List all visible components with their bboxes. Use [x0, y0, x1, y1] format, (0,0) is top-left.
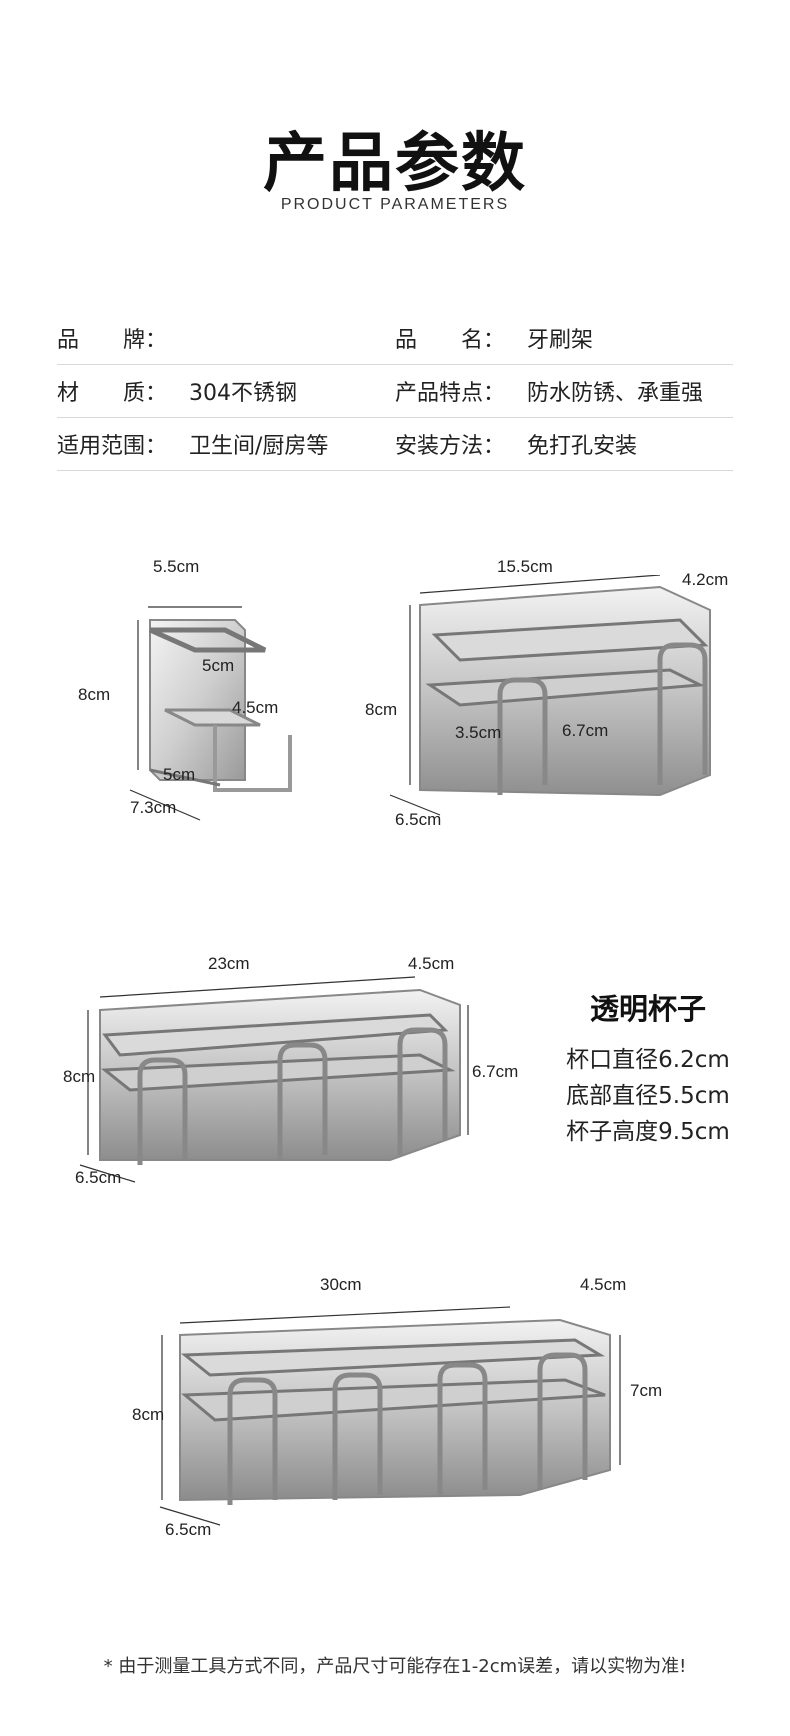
- dim-depth-top: 4.5cm: [408, 954, 455, 973]
- params-row: 品 牌： 品 名： 牙刷架: [57, 312, 733, 365]
- dim-depth: 6.5cm: [395, 810, 442, 829]
- param-feature: 产品特点： 防水防锈、承重强: [395, 375, 733, 407]
- dim-height: 8cm: [132, 1405, 165, 1424]
- dim-width: 23cm: [208, 954, 250, 973]
- dim-inner-mid: 4.5cm: [232, 698, 279, 717]
- quad-holder-illustration: [159, 1306, 621, 1526]
- product-diagram-quad: 30cm 4.5cm 8cm 7cm 6.5cm: [120, 1275, 680, 1545]
- dim-height: 8cm: [63, 1067, 96, 1086]
- triple-holder-illustration: [79, 976, 469, 1183]
- dim-depth: 6.5cm: [75, 1168, 122, 1187]
- disclaimer-note: * 由于测量工具方式不同，产品尺寸可能存在1-2cm误差，请以实物为准!: [103, 1656, 687, 1677]
- param-value: 卫生间/厨房等: [189, 434, 329, 459]
- param-install: 安装方法： 免打孔安装: [395, 428, 733, 460]
- param-value: 免打孔安装: [527, 434, 638, 459]
- page-title: 产品参数: [263, 127, 527, 201]
- param-label: 材 质：: [57, 381, 168, 406]
- cup-line: 杯口直径6.2cm: [566, 1047, 730, 1073]
- param-brand: 品 牌：: [57, 322, 395, 354]
- params-row: 材 质： 304不锈钢 产品特点： 防水防锈、承重强: [57, 365, 733, 418]
- param-value: 牙刷架: [527, 328, 594, 353]
- dim-depth: 6.5cm: [165, 1520, 212, 1539]
- dim-depth-top: 4.5cm: [580, 1275, 627, 1294]
- param-label: 适用范围：: [57, 434, 168, 459]
- cup-line: 底部直径5.5cm: [566, 1083, 730, 1109]
- single-holder-illustration: [129, 606, 292, 821]
- double-holder-illustration: [389, 575, 711, 816]
- product-diagram-triple: 23cm 4.5cm 8cm 6.7cm 6.5cm: [60, 954, 530, 1190]
- cup-line: 杯子高度9.5cm: [566, 1119, 730, 1145]
- cup-title: 透明杯子: [589, 992, 706, 1026]
- params-table: 品 牌： 品 名： 牙刷架 材 质： 304不锈钢 产品特点： 防水防锈、承重强…: [57, 312, 733, 471]
- dim-inner-b: 6.7cm: [562, 721, 609, 740]
- param-value: 304不锈钢: [189, 381, 297, 406]
- params-row: 适用范围： 卫生间/厨房等 安装方法： 免打孔安装: [57, 418, 733, 471]
- dim-height: 8cm: [365, 700, 398, 719]
- dim-cup-height: 7cm: [630, 1381, 663, 1400]
- dim-height: 8cm: [78, 685, 111, 704]
- dim-cup-height: 6.7cm: [472, 1062, 519, 1081]
- cup-info: 透明杯子 杯口直径6.2cm 底部直径5.5cm 杯子高度9.5cm: [548, 986, 748, 1150]
- param-label: 安装方法：: [395, 434, 506, 459]
- dim-width: 30cm: [320, 1275, 362, 1294]
- param-material: 材 质： 304不锈钢: [57, 375, 395, 407]
- param-scope: 适用范围： 卫生间/厨房等: [57, 428, 395, 460]
- param-label: 品 牌：: [57, 328, 168, 353]
- product-diagram-single: 5.5cm 8cm 5cm 4.5cm 5cm 7.3cm: [0, 557, 300, 840]
- param-value: 防水防锈、承重强: [527, 381, 704, 406]
- param-name: 品 名： 牙刷架: [395, 322, 733, 354]
- param-value: [189, 322, 395, 354]
- dim-inner-a: 3.5cm: [455, 723, 502, 742]
- dim-inner-top: 5cm: [202, 656, 235, 675]
- product-diagram-double: 15.5cm 4.2cm 8cm 3.5cm 6.7cm 6.5cm: [360, 557, 760, 845]
- dim-base: 5cm: [163, 765, 196, 784]
- dim-depth: 7.3cm: [130, 798, 177, 817]
- dim-width: 5.5cm: [153, 557, 200, 576]
- page-subtitle: PRODUCT PARAMETERS: [280, 196, 510, 213]
- dim-depth-top: 4.2cm: [682, 570, 729, 589]
- dim-width: 15.5cm: [497, 557, 553, 576]
- param-label: 品 名：: [395, 328, 506, 353]
- param-label: 产品特点：: [395, 381, 506, 406]
